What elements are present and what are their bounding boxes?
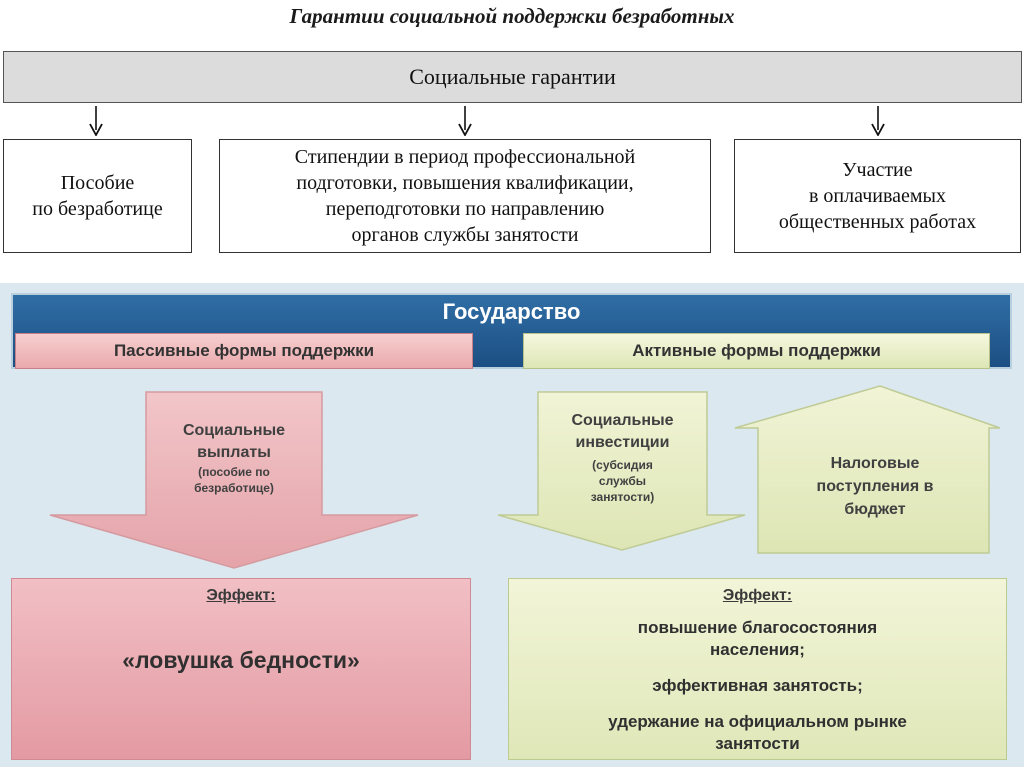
- tax-revenue-line: поступления в: [816, 478, 934, 495]
- box-line: Участие: [842, 159, 913, 181]
- note-line: безработице): [194, 481, 274, 495]
- public-works-box: Участие в оплачиваемых общественных рабо…: [734, 139, 1021, 253]
- tax-revenue-line: бюджет: [844, 501, 906, 518]
- note-line: (субсидия: [592, 458, 653, 472]
- unemployment-benefit-box: Пособие по безработице: [3, 139, 192, 253]
- effect-line: эффективная занятость;: [652, 676, 863, 695]
- arrow-down-icon: [458, 106, 472, 136]
- arrow-down-icon: [871, 106, 885, 136]
- effect-item: удержание на официальном рынке занятости: [608, 711, 907, 755]
- positive-effect-box: Эффект: повышение благосостояния населен…: [508, 578, 1007, 760]
- poverty-trap-effect-box: Эффект: «ловушка бедности»: [11, 578, 471, 760]
- social-payments-note: (пособие по безработице): [146, 464, 322, 496]
- social-investments-line: Социальные: [571, 412, 674, 429]
- social-investments-line: инвестиции: [575, 434, 670, 451]
- box-line: в оплачиваемых: [808, 185, 946, 207]
- box-line: органов службы занятости: [351, 224, 579, 246]
- box-line: общественных работах: [778, 211, 977, 233]
- effect-line: удержание на официальном рынке: [608, 712, 907, 731]
- effect-label: Эффект:: [206, 587, 276, 604]
- box-line: подготовки, повышения квалификации,: [296, 172, 634, 194]
- tax-revenue-text: Налоговые поступления в бюджет: [770, 452, 980, 521]
- social-payments-arrow: [49, 391, 419, 569]
- tax-revenue-line: Налоговые: [830, 455, 920, 472]
- effect-line: населения;: [710, 640, 805, 659]
- effect-line: повышение благосостояния: [637, 618, 878, 637]
- tax-revenue-arrow: [734, 385, 1001, 554]
- flow-arrows: [49, 385, 1001, 569]
- poverty-trap-text: «ловушка бедности»: [122, 647, 360, 673]
- social-investments-note: (субсидия службы занятости): [538, 457, 707, 505]
- effect-label: Эффект:: [722, 587, 793, 604]
- social-investments-text: Социальные инвестиции (субсидия службы з…: [538, 410, 707, 505]
- box-line: по безработице: [32, 198, 163, 220]
- box-line: Стипендии в период профессиональной: [294, 146, 636, 168]
- box-line: Пособие: [60, 172, 135, 194]
- page-title: Гарантии социальной поддержки безработны…: [289, 4, 735, 28]
- scholarships-box: Стипендии в период профессиональной подг…: [219, 139, 711, 253]
- social-investments-arrow: [497, 391, 746, 551]
- passive-forms-label: Пассивные формы поддержки: [15, 333, 473, 369]
- effect-item: эффективная занятость;: [652, 675, 863, 697]
- state-title: Государство: [442, 299, 581, 324]
- arrow-down-icon: [89, 106, 103, 136]
- effect-item: повышение благосостояния населения;: [638, 617, 877, 661]
- active-forms-label: Активные формы поддержки: [523, 333, 990, 369]
- social-payments-line: Социальные: [182, 422, 286, 439]
- note-line: службы: [598, 474, 647, 488]
- social-payments-line: выплаты: [197, 444, 271, 461]
- social-payments-text: Социальные выплаты (пособие по безработи…: [146, 420, 322, 496]
- note-line: занятости): [590, 490, 655, 504]
- note-line: (пособие по: [198, 465, 270, 479]
- box-line: переподготовки по направлению: [325, 198, 605, 220]
- social-guarantees-header: Социальные гарантии: [3, 51, 1022, 103]
- effect-line: занятости: [715, 734, 800, 753]
